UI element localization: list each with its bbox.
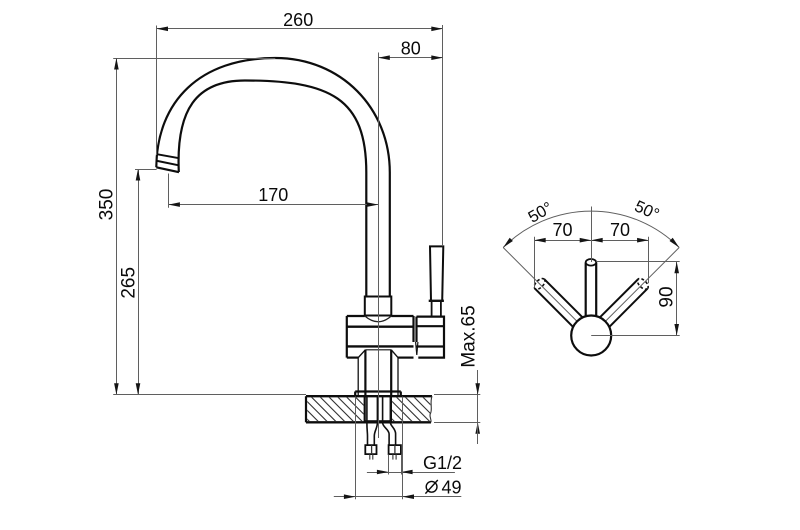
svg-text:70: 70 (552, 220, 572, 240)
svg-text:90: 90 (657, 286, 678, 307)
svg-text:350: 350 (96, 189, 117, 221)
svg-text:49: 49 (442, 477, 462, 497)
svg-text:170: 170 (258, 185, 288, 205)
svg-text:G1/2: G1/2 (423, 453, 462, 473)
svg-text:Max.65: Max.65 (458, 305, 479, 367)
svg-text:260: 260 (283, 10, 313, 30)
svg-text:70: 70 (610, 220, 630, 240)
svg-text:80: 80 (401, 38, 421, 58)
svg-text:265: 265 (118, 267, 139, 299)
